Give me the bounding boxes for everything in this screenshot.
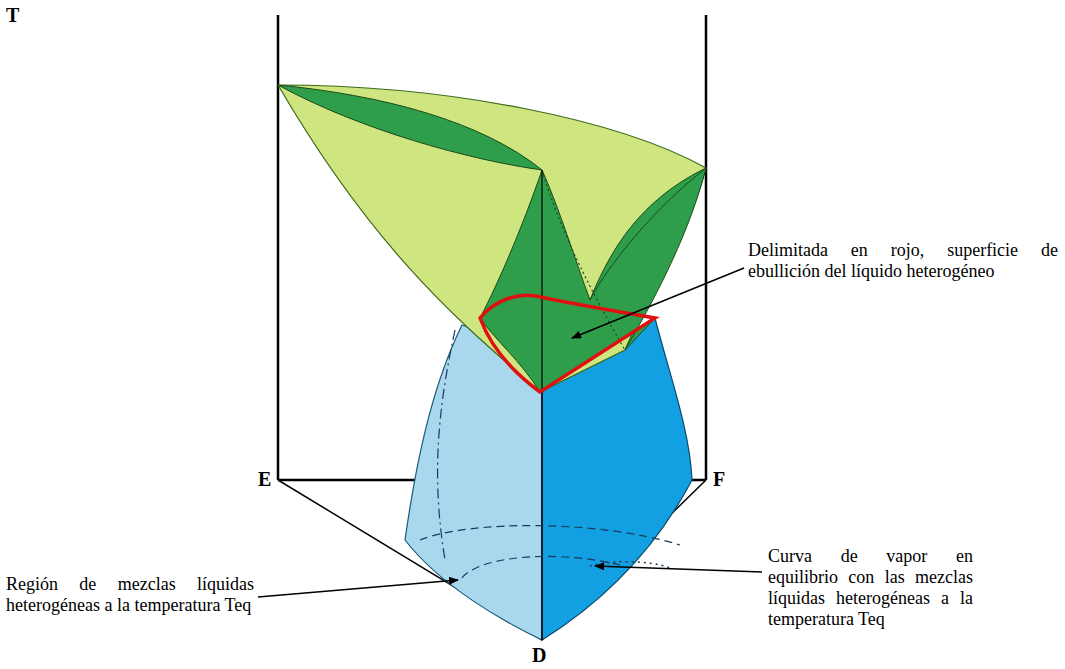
callout-text: Curva de vapor en equilibrio con las mez…	[768, 546, 973, 630]
vertex-label: F	[713, 468, 725, 490]
vertex-label: D	[532, 644, 546, 666]
axis-label: T	[6, 4, 19, 26]
vertex-label: E	[258, 468, 271, 490]
callout-text: Región de mezclas líquidas heterogéneas …	[6, 574, 254, 616]
callout-text: Delimitada en rojo, superficie de ebulli…	[748, 240, 1058, 282]
